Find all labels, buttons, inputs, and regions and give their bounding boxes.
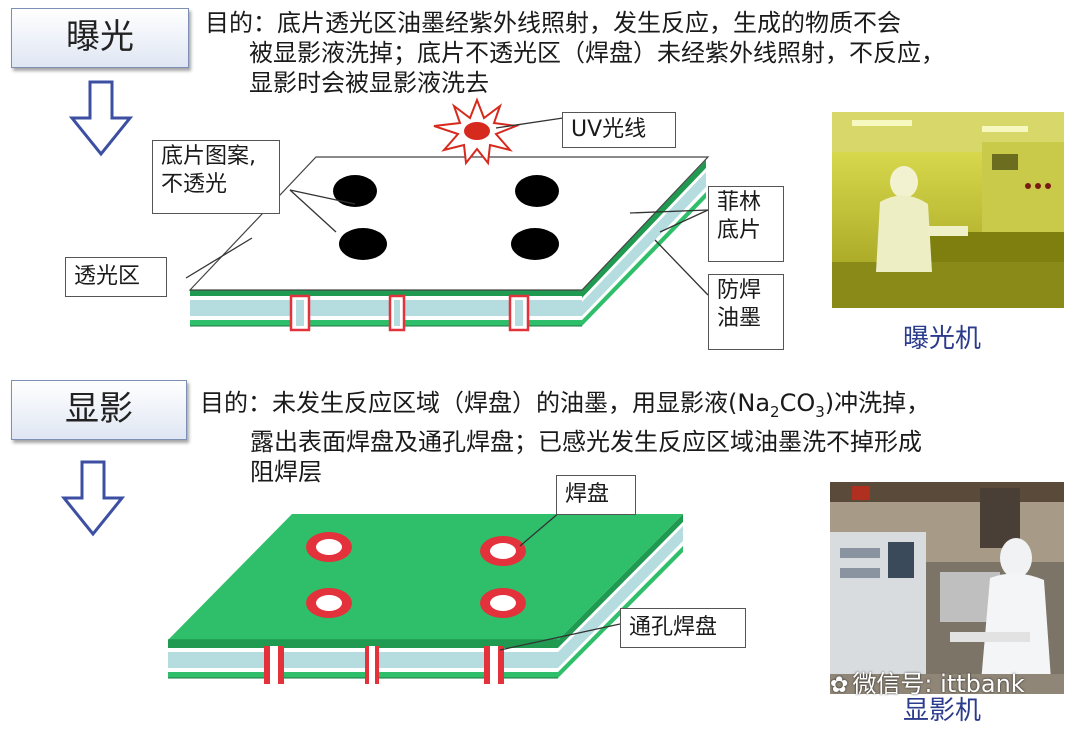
development-purpose: 目的：未发生反应区域（焊盘）的油墨，用显影液(Na2CO3)冲洗掉， 露出表面焊… <box>200 388 930 487</box>
exposure-leader-lines <box>185 117 709 296</box>
development-machine-photo <box>830 482 1064 694</box>
film-dot <box>333 175 377 207</box>
pad <box>480 588 526 618</box>
exposure-purpose: 目的：底片透光区油墨经紫外线照射，发生反应，生成的物质不会 被显影液洗掉；底片不… <box>205 8 945 98</box>
down-arrow-development <box>60 460 126 537</box>
film-dot <box>511 228 559 260</box>
pad <box>480 536 526 566</box>
film-dot <box>339 228 387 260</box>
callout-transparent-area: 透光区 <box>65 257 167 297</box>
step-label-exposure: 曝光 <box>11 8 189 68</box>
callout-pad: 焊盘 <box>556 475 636 515</box>
film-dot <box>515 175 559 207</box>
callout-film: 菲林 底片 <box>708 186 784 262</box>
callout-film-pattern: 底片图案, 不透光 <box>152 140 280 214</box>
via-pad <box>484 646 504 684</box>
via-hole <box>289 294 311 332</box>
exposure-purpose-line-3: 显影时会被显影液洗去 <box>249 69 489 97</box>
uv-light-icon <box>433 97 520 166</box>
development-machine-caption: 显影机 <box>903 696 982 726</box>
callout-solder-mask: 防焊 油墨 <box>708 274 784 350</box>
exposure-purpose-line-2: 被显影液洗掉；底片不透光区（焊盘）未经紫外线照射，不反应， <box>249 39 945 67</box>
pad <box>306 532 352 562</box>
via-hole <box>508 294 530 332</box>
via-pad <box>365 646 379 684</box>
development-purpose-line-3: 阻焊层 <box>250 457 322 486</box>
pad <box>306 588 352 618</box>
callout-via-pad: 通孔焊盘 <box>620 608 746 648</box>
step-label-development: 显影 <box>11 380 187 440</box>
exposure-board <box>188 156 710 332</box>
exposure-machine-photo <box>832 112 1064 308</box>
via-pad <box>264 646 284 684</box>
wechat-icon: ✿ <box>830 673 849 698</box>
solder-mask-surface <box>168 514 683 640</box>
exposure-purpose-line-1: 目的：底片透光区油墨经紫外线照射，发生反应，生成的物质不会 <box>205 9 901 37</box>
development-board <box>168 514 683 684</box>
development-leader-lines <box>499 511 621 651</box>
via-hole <box>388 294 406 332</box>
exposure-machine-caption: 曝光机 <box>903 324 982 354</box>
down-arrow-exposure <box>68 80 134 157</box>
development-purpose-line-2: 露出表面焊盘及通孔焊盘；已感光发生反应区域油墨洗不掉形成 <box>250 427 922 456</box>
development-purpose-line-1: 目的：未发生反应区域（焊盘）的油墨，用显影液(Na2CO3)冲洗掉， <box>200 389 931 421</box>
callout-uv-light: UV光线 <box>562 112 676 148</box>
watermark: ✿微信号: ittbank <box>830 670 1025 698</box>
